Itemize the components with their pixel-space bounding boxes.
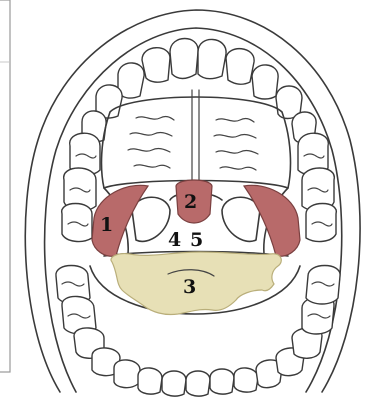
- upper-incisor: [142, 48, 170, 82]
- lower-incisor: [234, 368, 258, 392]
- upper-canine: [252, 65, 278, 99]
- upper-incisor: [226, 49, 254, 85]
- label-2: 2: [184, 191, 197, 213]
- lower-incisor: [210, 369, 234, 394]
- lower-incisor: [162, 371, 186, 396]
- lower-canine: [114, 360, 140, 388]
- label-3: 3: [183, 276, 196, 298]
- lower-incisor: [186, 371, 210, 396]
- label-1: 1: [100, 214, 113, 236]
- lower-incisor: [138, 368, 162, 394]
- label-5: 5: [190, 229, 203, 251]
- upper-incisor: [170, 39, 198, 79]
- hard-palate: [102, 90, 291, 188]
- label-4: 4: [168, 229, 181, 251]
- lower-molar: [306, 266, 340, 305]
- adjacent-panel-fragment: [0, 0, 10, 372]
- upper-incisor: [198, 39, 226, 78]
- muscle-right: [244, 185, 300, 256]
